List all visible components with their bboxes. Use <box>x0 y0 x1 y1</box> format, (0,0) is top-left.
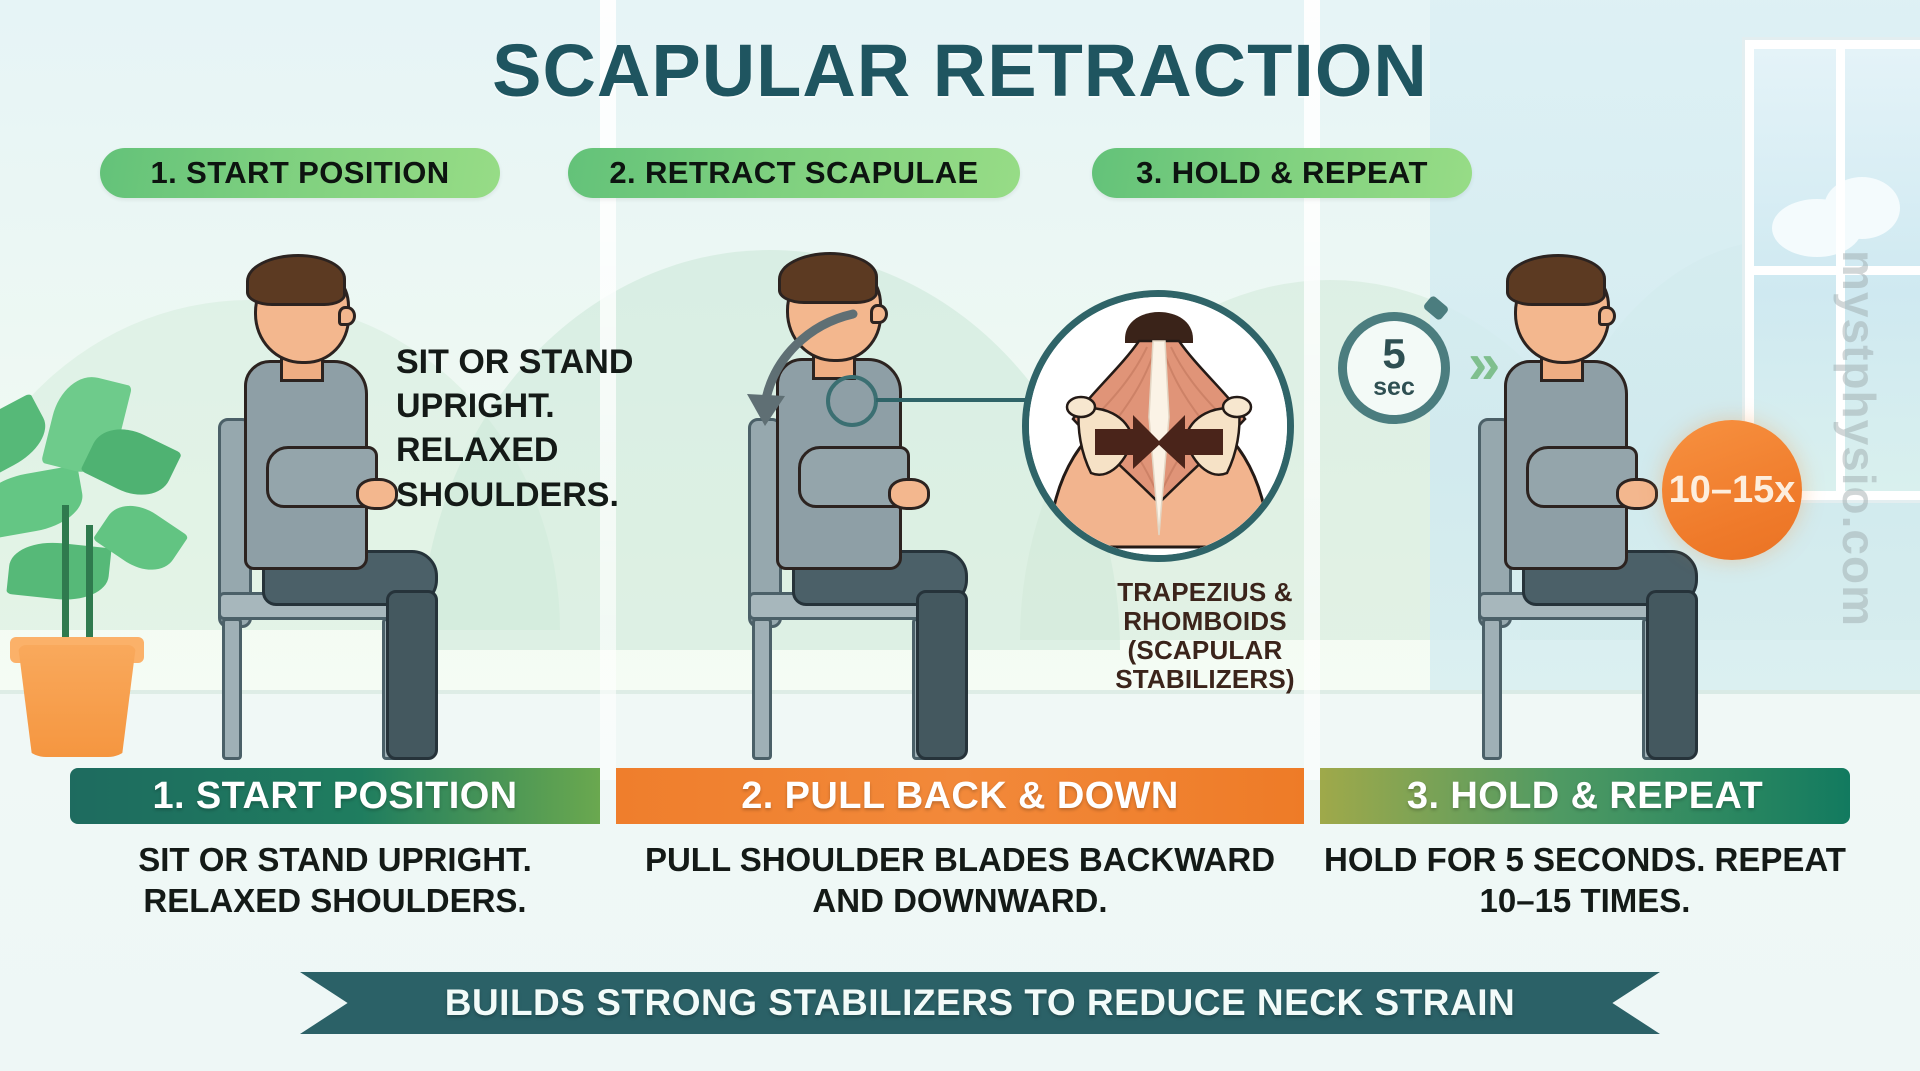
nose <box>1598 306 1616 326</box>
nose <box>870 304 888 324</box>
timer-value: 5 <box>1382 329 1406 377</box>
figure-illustration-step2 <box>700 250 1120 760</box>
figure-illustration-step3 <box>1430 250 1850 760</box>
anatomy-label: TRAPEZIUS & RHOMBOIDS (SCAPULAR STABILIZ… <box>1115 577 1295 695</box>
plant-pot <box>18 645 136 757</box>
anatomy-inset-illustration <box>1022 290 1294 562</box>
timer-unit: sec <box>1373 373 1415 402</box>
caption-desc-1: SIT OR STAND UPRIGHT. RELAXED SHOULDERS. <box>138 841 532 919</box>
step-badge-1: 1. START POSITION <box>100 148 500 198</box>
plant-illustration <box>0 355 189 757</box>
page-title: SCAPULAR RETRACTION <box>492 29 1428 112</box>
caption-bar-3: 3. HOLD & REPEAT <box>1320 768 1850 824</box>
trapezius-rhomboids-diagram <box>1029 297 1287 555</box>
leaf-shape <box>0 464 88 541</box>
plant-stem <box>86 525 93 655</box>
retraction-arrow-icon <box>747 309 858 426</box>
hand <box>356 478 398 510</box>
chevron-right-icon: » <box>1468 331 1501 396</box>
chair-leg <box>1482 618 1502 760</box>
plant-stem <box>62 505 69 655</box>
caption-desc-3: HOLD FOR 5 SECONDS. REPEAT 10–15 TIMES. <box>1324 841 1846 919</box>
hair <box>246 254 346 306</box>
shin <box>916 590 968 760</box>
shin <box>386 590 438 760</box>
chair-leg <box>752 618 772 760</box>
footer-ribbon: BUILDS STRONG STABILIZERS TO REDUCE NECK… <box>300 972 1660 1034</box>
step-badge-3: 3. HOLD & REPEAT <box>1092 148 1472 198</box>
reps-badge: 10–15x <box>1662 420 1802 560</box>
leaf-shape <box>6 538 112 605</box>
shin <box>1646 590 1698 760</box>
anatomy-leader-line <box>876 398 1026 402</box>
hair <box>778 252 878 304</box>
step-badge-2: 2. RETRACT SCAPULAE <box>568 148 1020 198</box>
window-illustration <box>1745 40 1920 500</box>
caption-bar-1: 1. START POSITION <box>70 768 600 824</box>
hair <box>1506 254 1606 306</box>
hand <box>1616 478 1658 510</box>
chair-leg <box>222 618 242 760</box>
figure-illustration-step1 <box>170 250 590 760</box>
window-mullion <box>1754 266 1920 275</box>
watermark: mystphysio.com <box>1833 250 1885 627</box>
step1-callout-text: SIT OR STAND UPRIGHT. RELAXED SHOULDERS. <box>396 343 634 514</box>
caption-desc-2: PULL SHOULDER BLADES BACKWARD AND DOWNWA… <box>644 841 1276 919</box>
nose <box>338 306 356 326</box>
shoulder-highlight-circle <box>826 375 878 427</box>
caption-bar-2: 2. PULL BACK & DOWN <box>616 768 1304 824</box>
stopwatch-icon: 5 sec <box>1338 312 1450 424</box>
hand <box>888 478 930 510</box>
